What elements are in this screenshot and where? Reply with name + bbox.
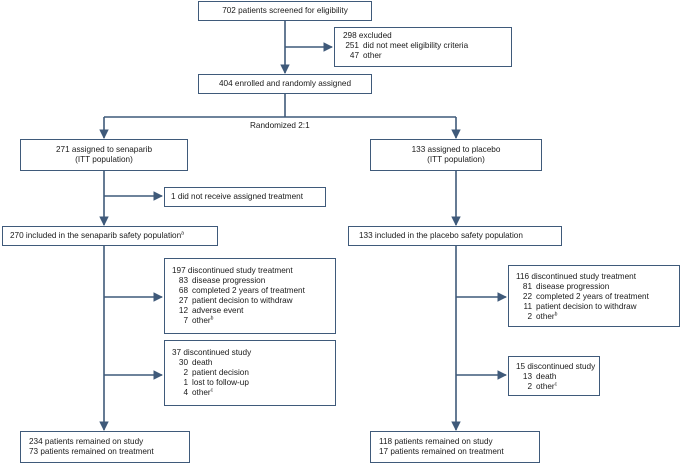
not-received-text: 1 did not receive assigned treatment xyxy=(171,192,303,201)
placebo-safety-box: 133 included in the placebo safety popul… xyxy=(348,226,562,246)
senaparib-remained-treatment: 73 patients remained on treatment xyxy=(29,447,154,456)
enrolled-box: 404 enrolled and randomly assigned xyxy=(198,74,372,94)
placebo-assigned-line2: (ITT population) xyxy=(427,155,485,164)
not-received-box: 1 did not receive assigned treatment xyxy=(164,187,326,207)
placebo-safety-text: 133 included in the placebo safety popul… xyxy=(359,231,523,240)
footnote-c: c xyxy=(210,387,214,394)
senaparib-assigned-line2: (ITT population) xyxy=(75,155,133,164)
excluded-title: 298 excluded xyxy=(343,31,392,40)
senaparib-safety-text: 270 included in the senaparib safety pop… xyxy=(10,231,182,240)
senaparib-disc-study-title: 37 discontinued study xyxy=(172,348,252,357)
placebo-disc-treatment-title: 116 discontinued study treatment xyxy=(516,272,637,281)
senaparib-remained-box: 234 patients remained on study 73 patien… xyxy=(20,431,190,463)
placebo-assigned-box: 133 assigned to placebo (ITT population) xyxy=(370,139,542,171)
senaparib-safety-box: 270 included in the senaparib safety pop… xyxy=(2,226,218,246)
senaparib-disc-treatment-title: 197 discontinued study treatment xyxy=(172,266,293,275)
footnote-b: b xyxy=(210,315,214,322)
placebo-assigned-line1: 133 assigned to placebo xyxy=(411,145,501,154)
footnote-c: c xyxy=(554,381,558,388)
senaparib-remained-study: 234 patients remained on study xyxy=(29,437,144,446)
placebo-disc-study-title: 15 discontinued study xyxy=(516,362,596,371)
randomized-label: Randomized 2:1 xyxy=(250,121,310,130)
footnote-a: a xyxy=(181,230,184,237)
footnote-b: b xyxy=(554,311,558,318)
placebo-remained-box: 118 patients remained on study 17 patien… xyxy=(370,431,540,463)
senaparib-assigned-line1: 271 assigned to senaparib xyxy=(55,145,153,154)
placebo-remained-treatment: 17 patients remained on treatment xyxy=(379,447,504,456)
screened-box: 702 patients screened for eligibility xyxy=(198,1,372,21)
senaparib-assigned-box: 271 assigned to senaparib (ITT populatio… xyxy=(20,139,188,171)
enrolled-text: 404 enrolled and randomly assigned xyxy=(219,79,351,88)
placebo-remained-study: 118 patients remained on study xyxy=(379,437,493,446)
screened-text: 702 patients screened for eligibility xyxy=(222,6,348,15)
